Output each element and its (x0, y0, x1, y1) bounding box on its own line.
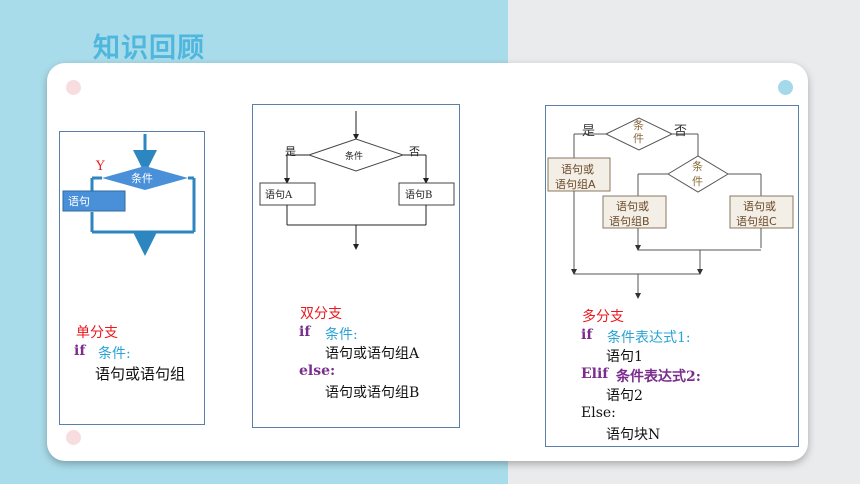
single-branch-panel: Y 条件 语句 单分支 if 条件: 语句或语句组 (59, 131, 205, 425)
no-label: 否 (674, 124, 688, 139)
body-b-text: 语句或语句组B (325, 385, 420, 401)
cond-1-text: 条件表达式1: (607, 330, 691, 346)
statement-b-line2: 语句组B (609, 215, 650, 228)
yes-label: Y (96, 159, 105, 174)
kw-else: Else: (581, 405, 616, 421)
cond-2-text: 条件表达式2: (616, 369, 701, 385)
condition-2-text: 条件 (692, 160, 703, 188)
body-a-text: 语句或语句组A (325, 346, 420, 362)
statement-c-line2: 语句组C (736, 215, 777, 228)
branch-name: 多分支 (582, 309, 624, 325)
statement-a-text: 语句A (265, 190, 293, 201)
cond-text: 条件: (98, 346, 131, 362)
condition-diamond (102, 166, 188, 190)
body-2-text: 语句2 (606, 388, 643, 404)
statement-a-line2: 语句组A (555, 178, 596, 191)
branch-name: 双分支 (300, 306, 342, 322)
decor-dot-top-left (66, 80, 81, 95)
condition-text: 条件 (131, 172, 153, 185)
statement-c-line1: 语句或 (743, 200, 776, 213)
condition-text: 条件 (345, 152, 364, 162)
cond-text: 条件: (325, 327, 358, 343)
double-branch-flowchart (259, 111, 455, 250)
statement-b-line1: 语句或 (616, 200, 649, 213)
kw-if: if (74, 343, 86, 359)
multi-branch-flowchart (547, 117, 794, 299)
kw-if: if (581, 327, 593, 343)
decor-dot-bottom-left (66, 430, 81, 445)
decor-dot-top-right (778, 80, 793, 95)
statement-box (62, 190, 126, 212)
page-title: 知识回顾 (93, 33, 205, 64)
statement-c-box (729, 195, 794, 229)
multi-branch-panel: 是 否 条件 条件 语句或 语句组A 语句或 语句组B 语句或 语句组C 多分支… (545, 105, 799, 447)
condition-1-text: 条件 (633, 119, 644, 145)
kw-elif: Elif (581, 366, 609, 382)
body-text: 语句或语句组 (95, 365, 186, 383)
statement-text: 语句 (68, 195, 90, 208)
yes-label: 是 (582, 124, 596, 139)
no-label: 否 (409, 145, 420, 158)
yes-label: 是 (285, 145, 296, 158)
kw-else: else: (299, 363, 336, 379)
statement-b-text: 语句B (405, 190, 433, 201)
statement-a-line1: 语句或 (561, 163, 594, 176)
statement-b-box (602, 195, 667, 229)
body-3-text: 语句块N (606, 427, 661, 443)
single-branch-flowchart (62, 134, 196, 256)
branch-name: 单分支 (76, 325, 118, 341)
statement-a-box (547, 157, 611, 192)
body-1-text: 语句1 (606, 349, 643, 365)
kw-if: if (299, 324, 311, 340)
double-branch-panel: 是 否 条件 语句A 语句B 双分支 if 条件: 语句或语句组A else: … (252, 104, 460, 428)
